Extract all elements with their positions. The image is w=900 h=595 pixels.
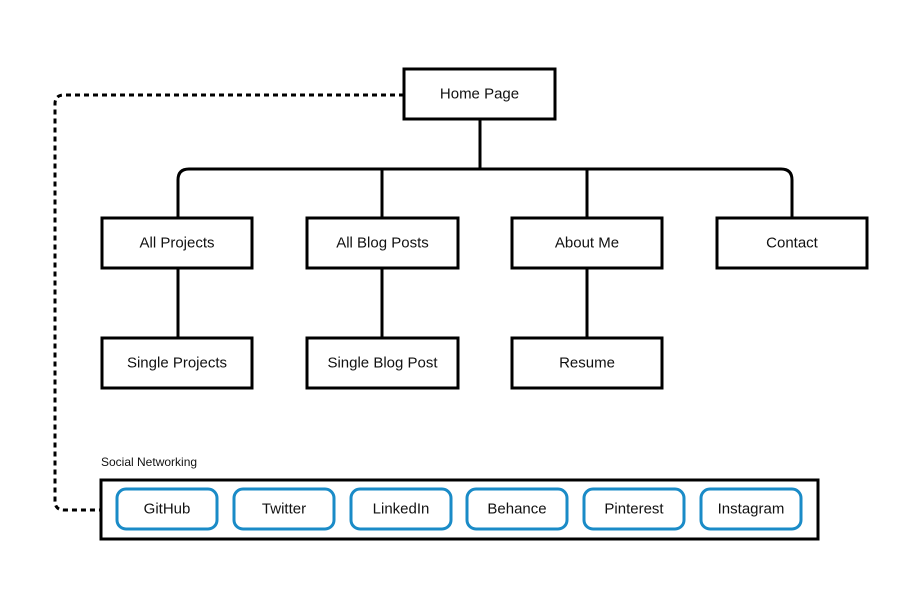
node-resume-label: Resume: [559, 355, 615, 372]
social-item-instagram-label: Instagram: [718, 501, 785, 518]
node-home-page[interactable]: Home Page: [402, 67, 557, 121]
social-item-instagram-pill: [699, 487, 803, 531]
node-about-me[interactable]: About Me: [510, 216, 664, 270]
node-single-blog-post-box: [305, 336, 460, 390]
tree-connectors: [176, 120, 794, 338]
node-contact-box: [715, 216, 869, 270]
social-item-pinterest[interactable]: Pinterest: [582, 487, 686, 531]
social-item-linkedin-pill: [349, 487, 453, 531]
social-item-github[interactable]: GitHub: [115, 487, 219, 531]
social-item-twitter[interactable]: Twitter: [232, 487, 336, 531]
node-contact[interactable]: Contact: [715, 216, 869, 270]
social-item-instagram[interactable]: Instagram: [699, 487, 803, 531]
node-about-me-box: [510, 216, 664, 270]
branch-bar-connector: [176, 167, 794, 218]
social-item-pinterest-label: Pinterest: [604, 501, 664, 518]
node-about-me-label: About Me: [555, 235, 619, 252]
social-item-twitter-label: Twitter: [262, 501, 306, 518]
node-all-blog-posts[interactable]: All Blog Posts: [305, 216, 460, 270]
node-single-projects[interactable]: Single Projects: [100, 336, 254, 390]
node-contact-label: Contact: [766, 235, 819, 252]
node-all-blog-posts-label: All Blog Posts: [336, 235, 429, 252]
social-item-linkedin[interactable]: LinkedIn: [349, 487, 453, 531]
social-networking-container: [99, 478, 820, 541]
social-item-behance[interactable]: Behance: [465, 487, 569, 531]
social-link-dashed-connector: [53, 93, 404, 512]
node-all-projects-box: [100, 216, 254, 270]
node-all-projects-label: All Projects: [139, 235, 214, 252]
social-item-github-label: GitHub: [144, 501, 191, 518]
node-home-page-box: [402, 67, 557, 121]
social-item-twitter-pill: [232, 487, 336, 531]
social-item-behance-label: Behance: [487, 501, 546, 518]
node-single-projects-label: Single Projects: [127, 355, 227, 372]
node-home-page-label: Home Page: [440, 86, 519, 103]
social-item-behance-pill: [465, 487, 569, 531]
node-single-projects-box: [100, 336, 254, 390]
node-single-blog-post-label: Single Blog Post: [327, 355, 438, 372]
node-resume-box: [510, 336, 664, 390]
node-all-projects[interactable]: All Projects: [100, 216, 254, 270]
social-item-github-pill: [115, 487, 219, 531]
node-all-blog-posts-box: [305, 216, 460, 270]
social-networking-title: Social Networking: [101, 455, 197, 469]
social-item-pinterest-pill: [582, 487, 686, 531]
node-single-blog-post[interactable]: Single Blog Post: [305, 336, 460, 390]
node-resume[interactable]: Resume: [510, 336, 664, 390]
social-item-linkedin-label: LinkedIn: [373, 501, 430, 518]
